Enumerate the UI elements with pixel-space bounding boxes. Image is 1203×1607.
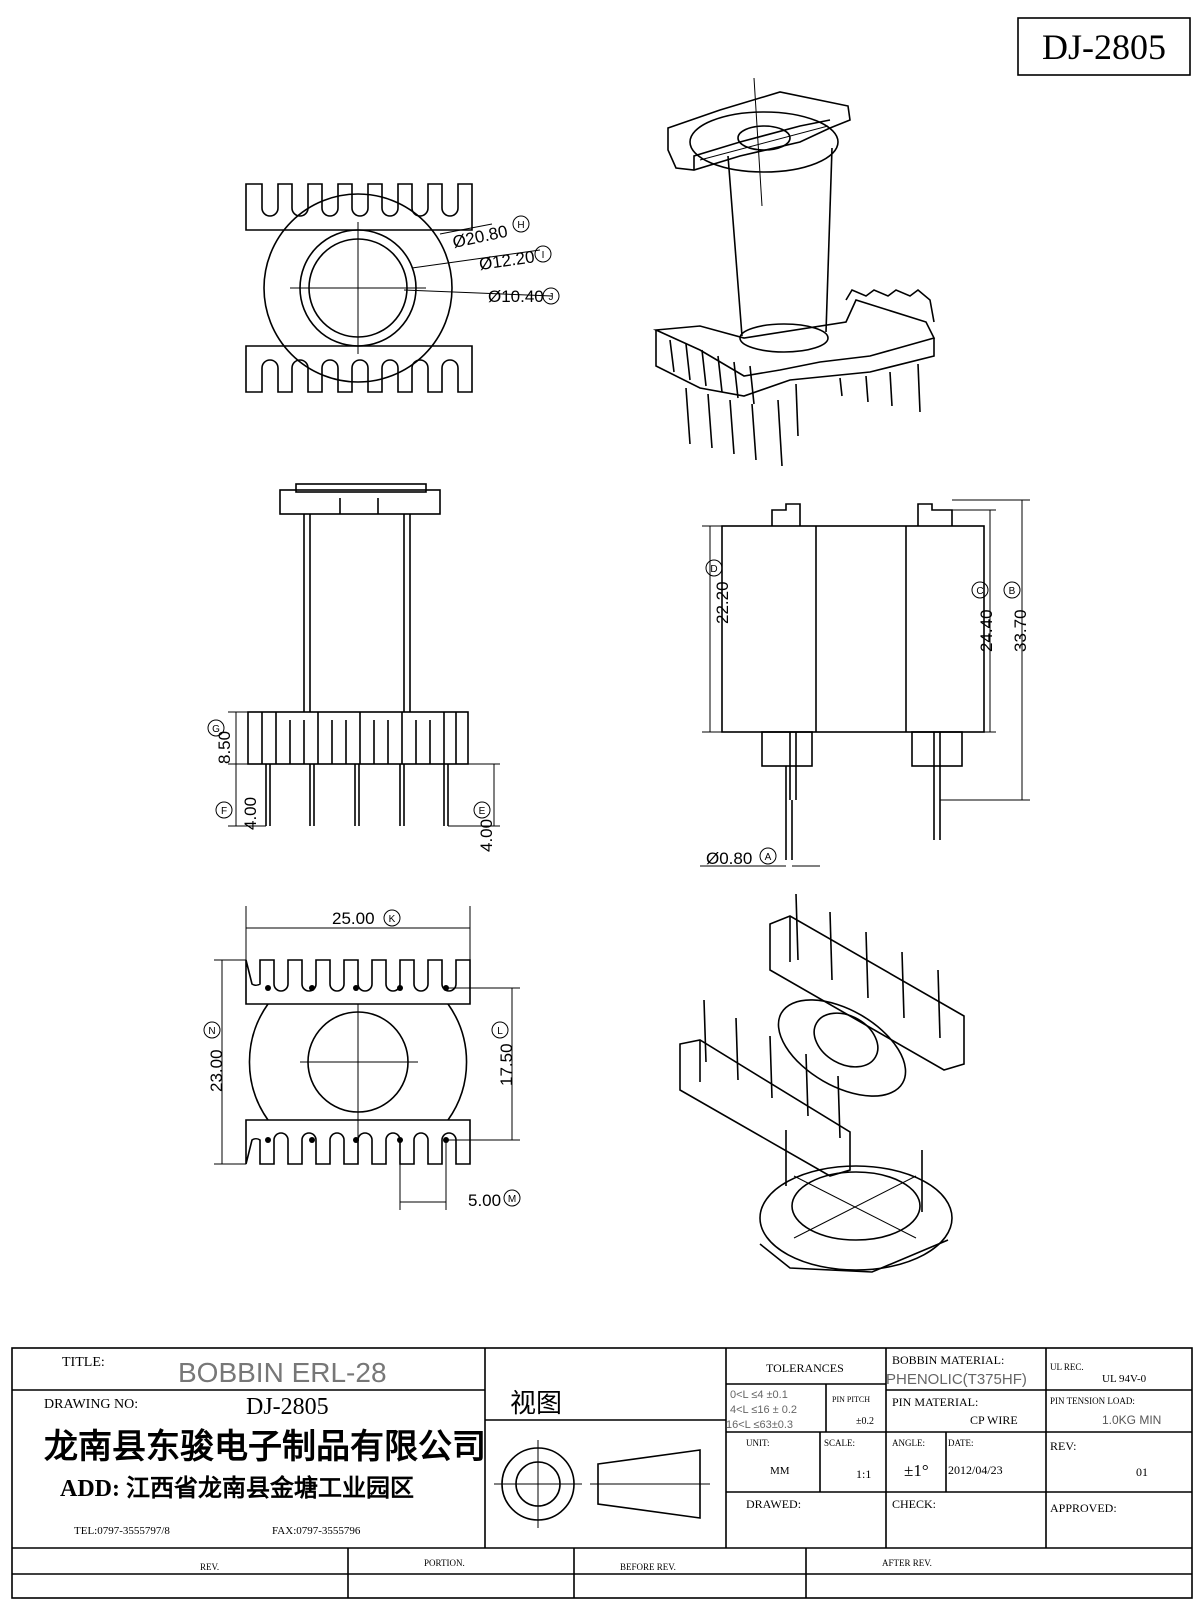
dim-v-f: 4.00 (241, 797, 260, 830)
title-value: BOBBIN ERL-28 (178, 1357, 387, 1388)
dim-d-h: Ø20.80 (451, 222, 509, 252)
isometric-view-bottom (679, 893, 965, 1273)
tolerance-3: 16<L ≤63±0.3 (726, 1419, 793, 1431)
date-label: DATE: (948, 1438, 974, 1448)
pin-tension-label: PIN TENSION LOAD: (1050, 1396, 1135, 1406)
tolerance-1: 0<L ≤4 ±0.1 (730, 1389, 788, 1401)
leader-j (403, 289, 553, 297)
tolerance-2: 4<L ≤16 ± 0.2 (730, 1404, 797, 1416)
unit-label: UNIT: (746, 1438, 770, 1448)
rev-label: REV: (1050, 1439, 1076, 1453)
top-view: Ø20.80 H Ø12.20 I Ø10.40 J (245, 183, 560, 393)
isometric-view-top (652, 77, 936, 467)
top-flange-upper (245, 183, 473, 231)
marker-d-label: D (710, 564, 717, 575)
drawing-id: DJ-2805 (1042, 27, 1166, 67)
marker-a-label: A (765, 852, 772, 863)
view-label: 视图 (510, 1389, 562, 1418)
marker-b-label: B (1009, 586, 1016, 597)
marker-h (512, 215, 530, 233)
ul-rec-value: UL 94V-0 (1102, 1373, 1147, 1385)
drawing-no-value: DJ-2805 (246, 1394, 329, 1420)
pin-pitch-value: ±0.2 (856, 1416, 874, 1427)
marker-h-label: H (517, 220, 524, 231)
dim-v-l: 17.50 (497, 1043, 516, 1086)
dim-v-d: 22.20 (713, 581, 732, 624)
scale-label: SCALE: (824, 1438, 855, 1448)
angle-value: ±1° (904, 1461, 929, 1480)
company-address: ADD: 江西省龙南县金塘工业园区 (60, 1474, 414, 1502)
company-name: 龙南县东骏电子制品有限公司 (44, 1427, 486, 1466)
top-flange-lower (245, 345, 473, 393)
unit-value: MM (770, 1465, 790, 1477)
bobbin-material-value: PHENOLIC(T375HF) (886, 1371, 1027, 1388)
leader-i (411, 249, 541, 269)
marker-j (542, 287, 560, 305)
pin-tension-value: 1.0KG MIN (1102, 1413, 1161, 1427)
revision-rev: REV. (200, 1562, 219, 1572)
drawed-label: DRAWED: (746, 1497, 801, 1511)
dim-v-e: 4.00 (477, 819, 496, 852)
bobbin-material-label: BOBBIN MATERIAL: (892, 1353, 1004, 1367)
leader-h (439, 223, 493, 235)
dim-v-g: 8.50 (215, 731, 234, 764)
revision-after: AFTER REV. (882, 1558, 932, 1568)
revision-before: BEFORE REV. (620, 1562, 676, 1572)
front-view: 8.50 G 4.00 F 4.00 E (207, 483, 500, 852)
company-fax: FAX:0797-3555796 (272, 1525, 361, 1537)
date-value: 2012/04/23 (948, 1463, 1003, 1477)
rev-value: 01 (1136, 1465, 1148, 1479)
angle-label: ANGLE: (892, 1438, 925, 1448)
dim-d-a: Ø0.80 (706, 849, 752, 868)
marker-f-label: F (221, 806, 227, 817)
title-block: TITLE: BOBBIN ERL-28 DRAWING NO: DJ-2805… (11, 1347, 1193, 1599)
company-tel: TEL:0797-3555797/8 (74, 1525, 170, 1537)
marker-k-label: K (389, 914, 396, 925)
marker-c-label: C (976, 586, 983, 597)
tolerances-label: TOLERANCES (766, 1361, 844, 1375)
dim-v-n: 23.00 (207, 1049, 226, 1092)
marker-e-label: E (479, 806, 486, 817)
revision-portion: PORTION. (424, 1558, 465, 1568)
marker-m-label: M (508, 1194, 516, 1205)
marker-i (534, 245, 552, 263)
marker-l-label: L (497, 1026, 503, 1037)
projection-symbol (494, 1440, 710, 1528)
approved-label: APPROVED: (1050, 1501, 1117, 1515)
dim-h-k: 25.00 (332, 909, 375, 928)
pin-material-label: PIN MATERIAL: (892, 1395, 978, 1409)
marker-n-label: N (208, 1026, 215, 1037)
marker-j-label: J (549, 292, 554, 303)
pin-pitch-label: PIN PITCH (832, 1395, 870, 1404)
dim-v-c: 24.40 (977, 609, 996, 652)
pin-material-value: CP WIRE (970, 1413, 1018, 1427)
drawing-no-label: DRAWING NO: (44, 1397, 138, 1412)
marker-g-label: G (212, 724, 220, 735)
check-label: CHECK: (892, 1497, 936, 1511)
side-view: 22.20 D 24.40 C 33.70 B Ø0.80 A (700, 499, 1030, 868)
drawing-id-box: DJ-2805 (1017, 17, 1191, 76)
scale-value: 1:1 (856, 1467, 871, 1481)
title-label: TITLE: (62, 1355, 105, 1370)
dim-h-m: 5.00 (468, 1191, 501, 1210)
dim-d-i: Ø12.20 (478, 247, 536, 274)
bottom-view: 25.00 K 23.00 N 17.50 L 5.00 M (203, 906, 521, 1210)
outer-flange-circle (263, 193, 453, 383)
ul-rec-label: UL REC. (1050, 1362, 1084, 1372)
marker-i-label: I (542, 250, 545, 261)
dim-d-j: Ø10.40 (488, 287, 544, 306)
dim-v-b: 33.70 (1011, 609, 1030, 652)
